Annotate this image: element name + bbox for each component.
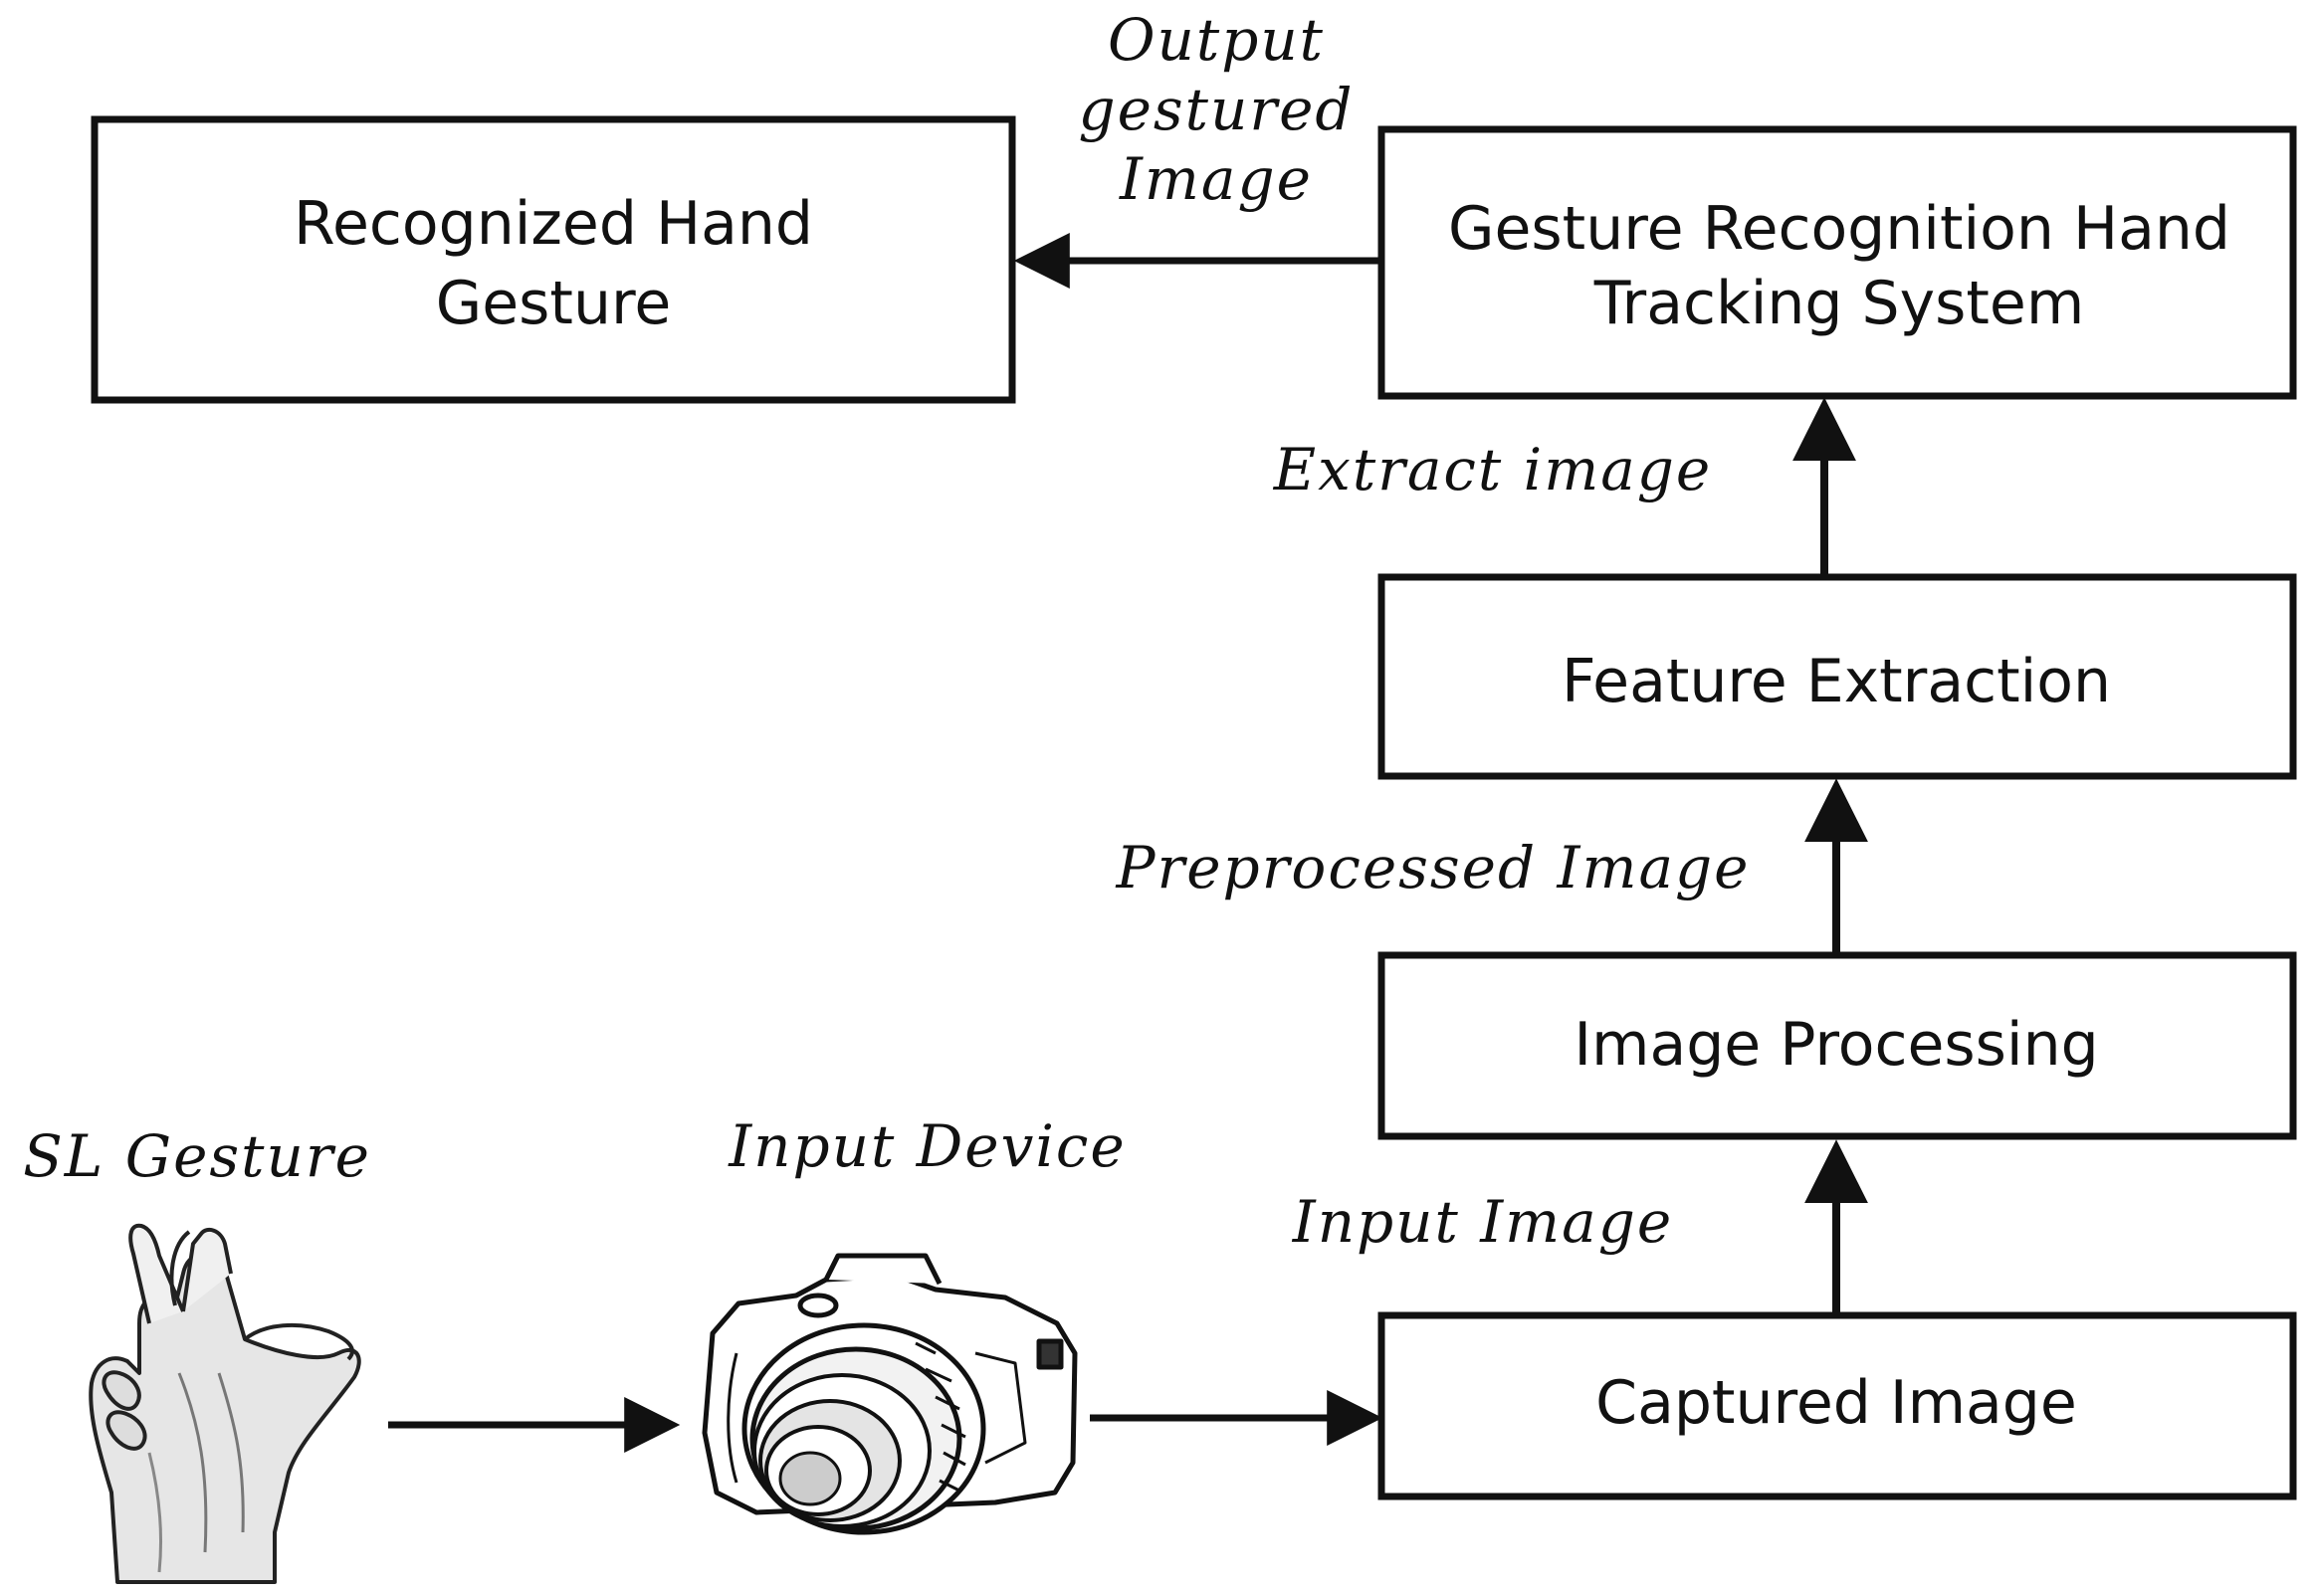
preprocessed-image-label: Preprocessed Image: [1115, 834, 1750, 901]
extract-image-label: Extract image: [1273, 436, 1712, 503]
gesture-recognition-line2: Tracking System: [1593, 269, 2085, 338]
feature-extraction-label: Feature Extraction: [1562, 647, 2111, 716]
output-label-line1: Output: [1108, 6, 1325, 74]
output-label-line3: Image: [1119, 145, 1313, 213]
captured-image-box: Captured Image: [1377, 1311, 2297, 1500]
recognized-gesture-line2: Gesture: [436, 269, 671, 338]
camera-icon: [702, 1253, 1078, 1535]
captured-image-label: Captured Image: [1595, 1368, 2077, 1438]
input-image-label: Input Image: [1292, 1188, 1673, 1256]
gesture-recognition-box: Gesture Recognition Hand Tracking System: [1377, 125, 2297, 400]
image-processing-box: Image Processing: [1377, 951, 2297, 1140]
feature-extraction-box: Feature Extraction: [1377, 573, 2297, 780]
input-device-label: Input Device: [728, 1112, 1126, 1180]
output-label-line2: gestured: [1078, 76, 1354, 143]
recognized-gesture-line1: Recognized Hand: [294, 189, 813, 259]
image-processing-label: Image Processing: [1574, 1010, 2098, 1080]
recognized-gesture-box: Recognized Hand Gesture: [91, 115, 1016, 404]
sl-gesture-label: SL Gesture: [23, 1122, 371, 1190]
gesture-recognition-line1: Gesture Recognition Hand: [1448, 194, 2230, 264]
hand-gesture-icon: [89, 1223, 361, 1584]
